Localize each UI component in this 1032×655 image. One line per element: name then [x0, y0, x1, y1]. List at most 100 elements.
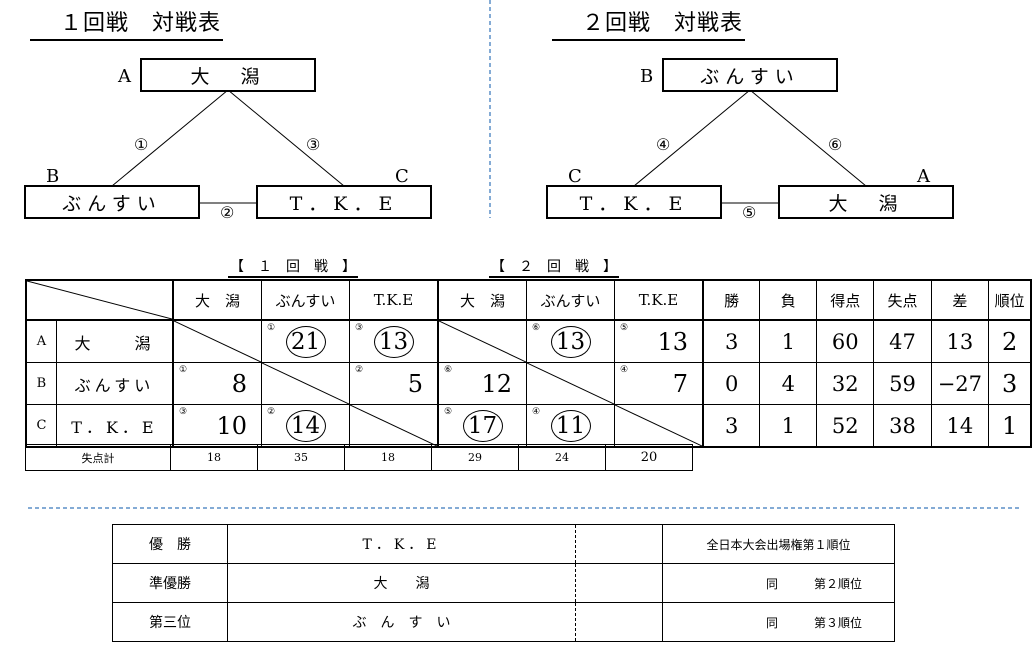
final-results-table: 優 勝 T．K．E 全日本大会出場権第１順位 準優勝 大 潟 同 第２順位 第三…	[112, 524, 895, 642]
stat-value: 4	[759, 362, 818, 405]
section-round1-heading: 【 １ 回 戦 】	[228, 256, 358, 278]
score-cell: ③ 13	[349, 319, 439, 363]
score-value: 14	[285, 409, 326, 442]
round1-right-letter: C	[395, 166, 409, 187]
stat-value: 47	[873, 319, 932, 363]
score-value: 21	[285, 325, 326, 358]
stat-header: 差	[930, 279, 990, 321]
score-value: 13	[550, 325, 591, 358]
stat-value: −27	[930, 362, 990, 405]
match-number: ②	[355, 365, 364, 375]
result-note: 同 第２順位	[662, 563, 895, 603]
result-note: 全日本大会出場権第１順位	[662, 524, 895, 564]
round1-left-letter: B	[46, 166, 60, 187]
match-1-label: ①	[134, 135, 149, 154]
result-team: ぶ ん す い	[227, 602, 576, 642]
round2-left-team: T．K．E	[546, 185, 722, 219]
row-letter: A	[24, 319, 57, 363]
match-number: ①	[267, 323, 276, 333]
match-5-label: ⑤	[742, 203, 757, 222]
result-note: 同 第３順位	[662, 602, 895, 642]
stat-value: 2	[988, 319, 1032, 363]
match-number: ⑤	[620, 323, 629, 333]
stat-value: 14	[930, 404, 990, 448]
score-cell: ① 21	[261, 319, 350, 363]
row-team-name: T．K．E	[55, 404, 174, 448]
stat-value: 59	[873, 362, 932, 405]
result-blank	[575, 602, 663, 642]
diagonal-cell	[349, 404, 439, 448]
match-number: ②	[267, 407, 276, 417]
row-team-name: 大 潟	[55, 319, 174, 363]
col-header: ぶんすい	[261, 279, 350, 321]
stat-value: 52	[816, 404, 875, 448]
col-header: ぶんすい	[526, 279, 615, 321]
row-team-name: ぶんすい	[55, 362, 174, 405]
score-value: 8	[231, 369, 247, 398]
score-value: 17	[462, 409, 503, 442]
match-number: ⑥	[444, 365, 453, 375]
score-value: 7	[672, 369, 688, 398]
score-cell: ⑤ 13	[614, 319, 704, 363]
match-2-label: ②	[220, 203, 235, 222]
match-4-label: ④	[656, 135, 671, 154]
match-6-label: ⑥	[828, 135, 843, 154]
stat-value: 32	[816, 362, 875, 405]
diagonal-cell	[614, 404, 704, 448]
score-value: 5	[407, 369, 423, 398]
round1-left-team: ぶんすい	[24, 185, 200, 219]
round2-left-letter: C	[568, 166, 582, 187]
match-number: ①	[179, 365, 188, 375]
result-blank	[575, 524, 663, 564]
score-cell: ④ 11	[526, 404, 615, 448]
round2-right-team: 大 潟	[778, 185, 954, 219]
diagonal-cell	[172, 319, 262, 363]
stat-value: 1	[988, 404, 1032, 448]
stat-header: 得点	[816, 279, 875, 321]
round1-right-team: T．K．E	[256, 185, 432, 219]
match-3-label: ③	[306, 135, 321, 154]
stat-value: 3	[702, 319, 761, 363]
stat-value: 13	[930, 319, 990, 363]
match-number: ④	[532, 407, 541, 417]
footer-label: 失点計	[25, 444, 171, 471]
round1-title: １回戦 対戦表	[30, 11, 224, 41]
col-header: 大 潟	[437, 279, 527, 321]
score-cell: ⑤ 17	[437, 404, 527, 448]
stat-value: 1	[759, 404, 818, 448]
match-number: ④	[620, 365, 629, 375]
score-cell: ⑥ 12	[437, 362, 527, 405]
stat-header: 勝	[702, 279, 761, 321]
diagonal-cell	[437, 319, 527, 363]
footer-value: 20	[605, 444, 693, 471]
stat-value: 1	[759, 319, 818, 363]
result-team: T．K．E	[227, 524, 576, 564]
footer-value: 35	[257, 444, 345, 471]
stat-header: 負	[759, 279, 818, 321]
match-number: ③	[355, 323, 364, 333]
match-number: ⑤	[444, 407, 453, 417]
points-against-row: 失点計 18 35 18 29 24 20	[25, 444, 693, 471]
stat-value: 0	[702, 362, 761, 405]
footer-value: 29	[431, 444, 519, 471]
diagonal-cell	[526, 362, 615, 405]
score-value: 12	[481, 369, 512, 398]
stat-value: 3	[702, 404, 761, 448]
footer-value: 18	[170, 444, 258, 471]
corner-cell	[25, 279, 174, 321]
result-place: 第三位	[112, 602, 228, 642]
result-place: 優 勝	[112, 524, 228, 564]
round2-top-team: ぶんすい	[662, 58, 838, 92]
diagonal-cell	[261, 362, 350, 405]
score-value: 13	[373, 325, 414, 358]
score-value: 13	[657, 327, 688, 356]
round1-top-team: 大 潟	[140, 58, 316, 92]
col-header: T.K.E	[614, 279, 704, 321]
score-value: 11	[550, 409, 591, 442]
